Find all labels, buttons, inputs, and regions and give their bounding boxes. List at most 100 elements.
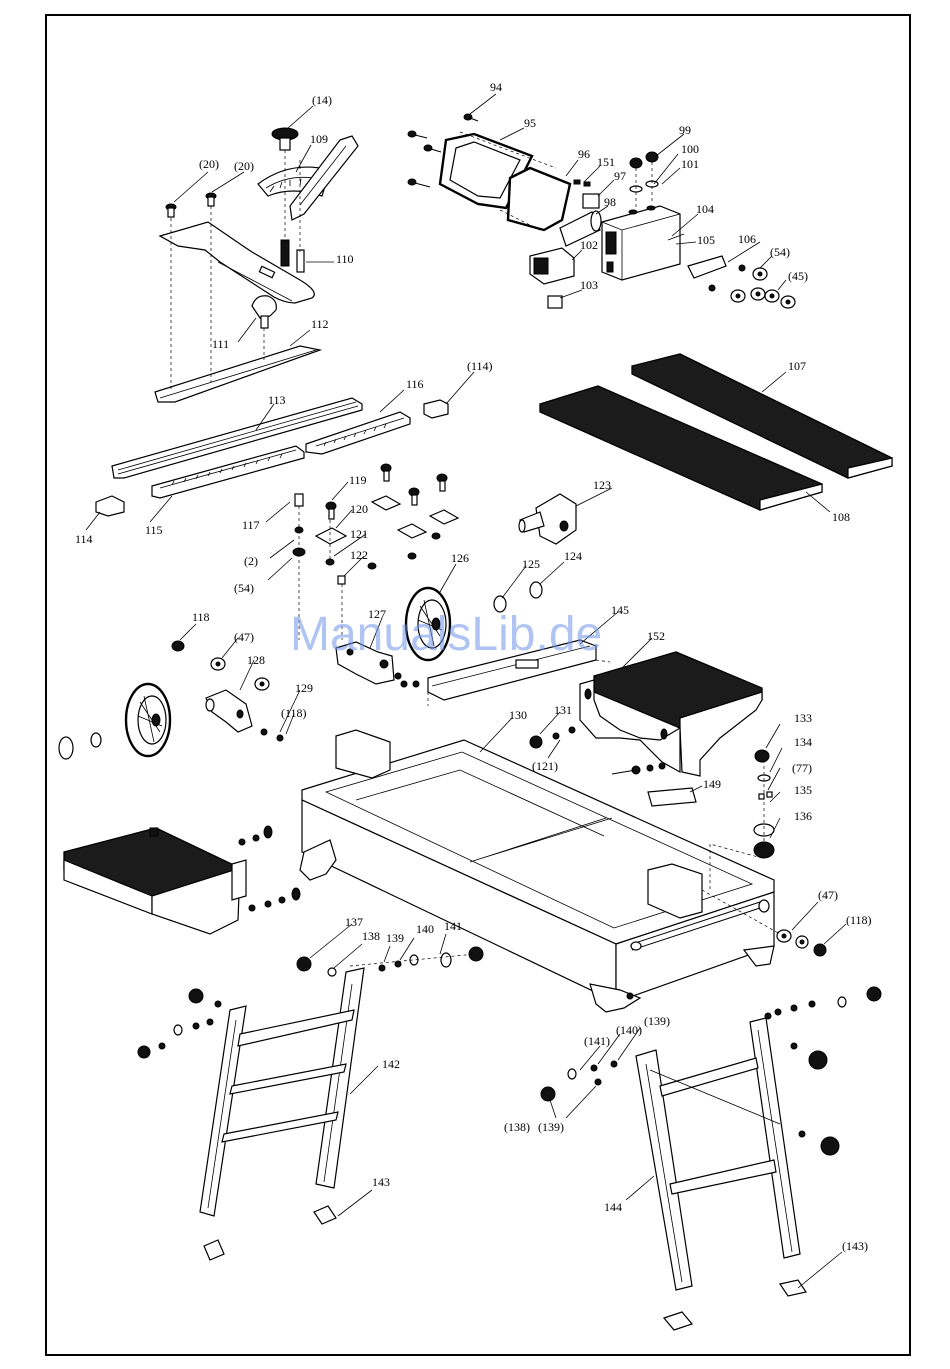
leg-hardware	[137, 946, 882, 1156]
label-139b: (139)	[644, 1014, 670, 1028]
label-130: 130	[509, 708, 527, 722]
mitre-base-plate	[158, 221, 315, 304]
label-127: 127	[368, 607, 386, 621]
label-109: 109	[310, 132, 328, 146]
label-118: 118	[192, 610, 210, 624]
label-54b: (54)	[234, 581, 254, 595]
washers-54-45	[708, 264, 796, 309]
label-131: 131	[554, 703, 572, 717]
ring-124	[529, 581, 543, 599]
label-144: 144	[604, 1200, 622, 1214]
label-121b: (121)	[532, 759, 558, 773]
table-tops	[539, 353, 893, 511]
label-139: 139	[386, 931, 404, 945]
label-116: 116	[406, 377, 424, 391]
label-100: 100	[681, 142, 699, 156]
label-140: 140	[416, 922, 434, 936]
switch-102	[529, 247, 575, 285]
label-118c: (118)	[846, 913, 872, 927]
label-99: 99	[679, 123, 691, 137]
label-110: 110	[336, 252, 354, 266]
label-138b: (138)	[504, 1120, 530, 1134]
left-wheel-set	[58, 640, 284, 760]
label-103: 103	[580, 278, 598, 292]
label-47a: (47)	[234, 630, 254, 644]
label-143: 143	[372, 1175, 390, 1189]
label-115: 115	[145, 523, 163, 537]
callout-labels: (14) 109 (20) (20) 110 111 112 94 95 96 …	[75, 80, 872, 1253]
watermark: ManualsLib.de	[290, 608, 602, 661]
label-123: 123	[593, 478, 611, 492]
label-111: 111	[212, 337, 229, 351]
slide-rails-assembly	[95, 397, 449, 517]
cover-plate-96	[506, 166, 572, 232]
label-140b: (140)	[616, 1023, 642, 1037]
lock-knob-111	[251, 295, 277, 319]
label-141b: (141)	[584, 1034, 610, 1048]
label-107: 107	[788, 359, 806, 373]
label-20b: (20)	[234, 159, 254, 173]
label-102: 102	[580, 238, 598, 252]
label-104: 104	[696, 202, 714, 216]
center-hardware	[292, 463, 460, 640]
label-97: 97	[614, 169, 626, 183]
label-145: 145	[611, 603, 629, 617]
label-14: (14)	[312, 93, 332, 107]
label-135: 135	[794, 783, 812, 797]
label-124: 124	[564, 549, 582, 563]
wheel-126	[404, 586, 452, 662]
label-101: 101	[681, 157, 699, 171]
label-128: 128	[247, 653, 265, 667]
label-94: 94	[490, 80, 502, 94]
label-143b: (143)	[842, 1239, 868, 1253]
label-47b: (47)	[818, 888, 838, 902]
label-126: 126	[451, 551, 469, 565]
switch-box-assembly	[407, 113, 796, 309]
leader-lines	[85, 93, 847, 1289]
page-border	[45, 14, 911, 1356]
label-152: 152	[647, 629, 665, 643]
label-114a: (114)	[467, 359, 493, 373]
screws-left	[407, 130, 442, 188]
bearing-block-123	[518, 493, 577, 545]
label-98: 98	[604, 195, 616, 209]
label-117: 117	[242, 518, 260, 532]
label-151: 151	[597, 155, 615, 169]
label-20a: (20)	[199, 157, 219, 171]
label-137: 137	[345, 915, 363, 929]
label-129: 129	[295, 681, 313, 695]
label-136: 136	[794, 809, 812, 823]
label-142: 142	[382, 1057, 400, 1071]
capacitor-98	[559, 210, 602, 247]
screw-20-right	[205, 192, 217, 207]
label-77: (77)	[792, 761, 812, 775]
screw-20-left	[165, 203, 177, 218]
label-105: 105	[697, 233, 715, 247]
label-106: 106	[738, 232, 756, 246]
side-table-152	[579, 651, 763, 777]
label-120: 120	[350, 502, 368, 516]
label-119: 119	[349, 473, 367, 487]
label-139c: (139)	[538, 1120, 564, 1134]
switch-box-104	[601, 205, 681, 281]
label-113: 113	[268, 393, 286, 407]
label-122: 122	[350, 548, 368, 562]
leg-frame-142	[199, 967, 365, 1261]
label-108: 108	[832, 510, 850, 524]
ring-125	[493, 595, 507, 613]
label-134: 134	[794, 735, 812, 749]
label-2: (2)	[244, 554, 258, 568]
label-112: 112	[311, 317, 329, 331]
label-138: 138	[362, 929, 380, 943]
label-149: 149	[703, 777, 721, 791]
label-54a: (54)	[770, 245, 790, 259]
screw-94	[463, 113, 479, 122]
label-95: 95	[524, 116, 536, 130]
leg-frame-144	[635, 1017, 807, 1331]
label-141: 141	[444, 919, 462, 933]
label-133: 133	[794, 711, 812, 725]
label-125: 125	[522, 557, 540, 571]
rail-115	[151, 445, 305, 499]
